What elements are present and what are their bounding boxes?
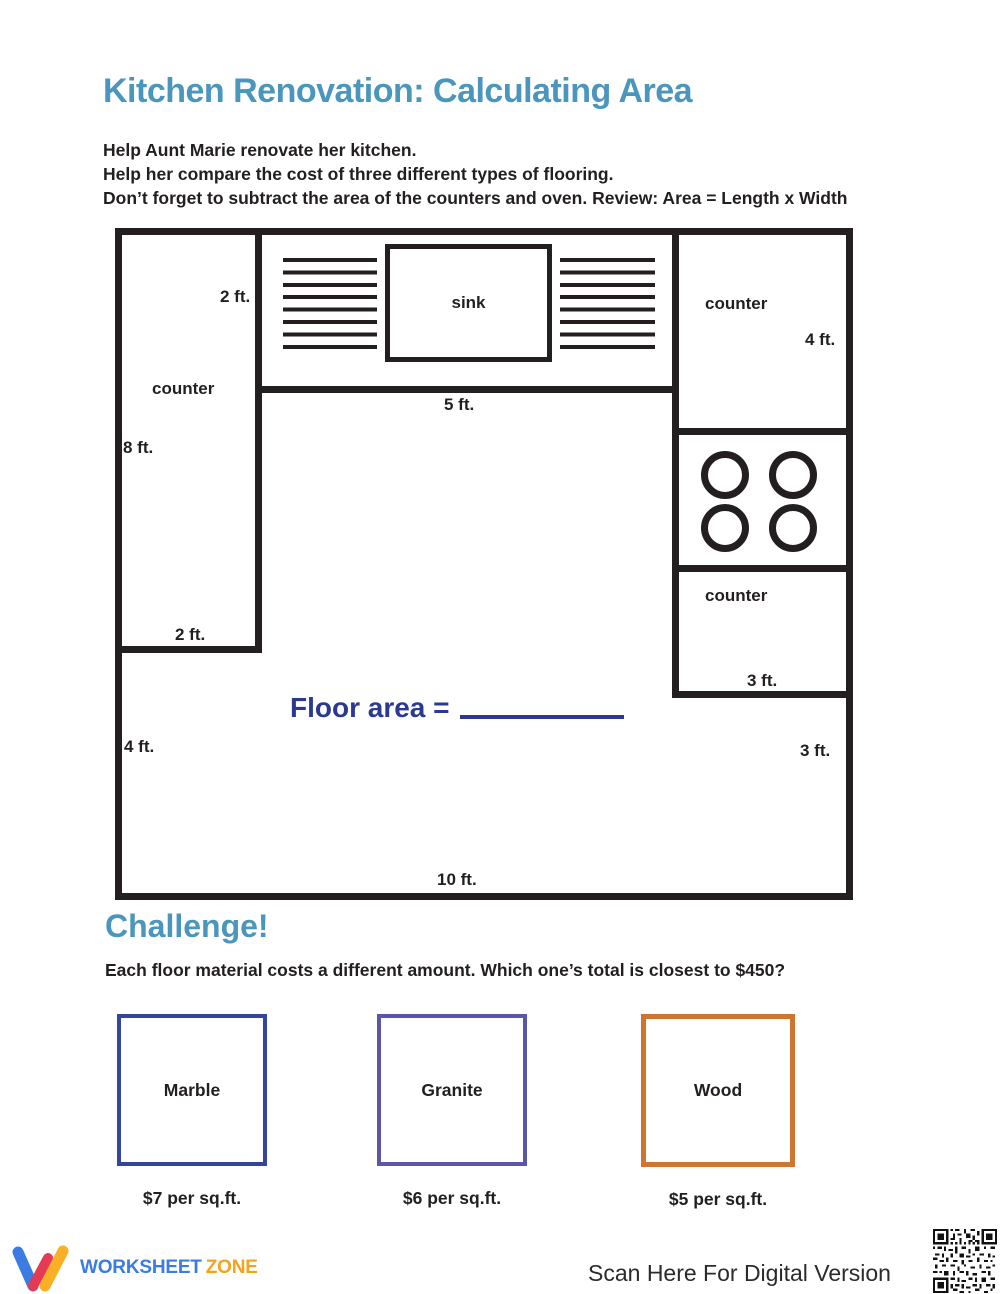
right-counter-bottom-bottom-wall <box>672 691 846 698</box>
intro-line-1: Help Aunt Marie renovate her kitchen. <box>103 140 417 160</box>
wood-price-label: $5 per sq.ft. <box>668 1189 768 1209</box>
right-counter-bottom-width-label: 3 ft. <box>747 671 778 690</box>
left-counter-right-wall <box>255 235 262 653</box>
sink-box: sink <box>385 244 552 362</box>
sink-label: sink <box>451 293 486 312</box>
intro-line-3: Don’t forget to subtract the area of the… <box>103 188 848 208</box>
floor-area-label: Floor area = <box>290 692 450 723</box>
floor-right-height-label: 3 ft. <box>800 741 831 760</box>
kitchen-floor-plan: sink 2 ft. counter 8 ft. 2 ft. 5 ft. cou… <box>115 228 853 900</box>
sink-counter-bottom-wall <box>255 386 679 393</box>
drainboard-right-icon <box>560 258 655 349</box>
challenge-question: Each floor material costs a different am… <box>105 960 786 980</box>
challenge-title: Challenge! <box>105 908 269 944</box>
marble-name-label: Marble <box>163 1079 221 1100</box>
brand-word-worksheet: WORKSHEET <box>80 1257 202 1278</box>
stove-bottom-wall <box>672 565 846 572</box>
intro-text: Help Aunt Marie renovate her kitchen. He… <box>103 138 848 210</box>
granite-swatch: Granite <box>377 1014 527 1166</box>
wood-name-label: Wood <box>693 1080 743 1100</box>
page-title: Kitchen Renovation: Calculating Area <box>103 72 693 110</box>
floor-area-blank <box>459 715 624 719</box>
floor-left-height-label: 4 ft. <box>124 737 155 756</box>
floor-bottom-width-label: 10 ft. <box>437 870 477 889</box>
scan-here-text: Scan Here For Digital Version <box>588 1260 891 1286</box>
brand-word-zone: ZONE <box>205 1257 258 1278</box>
granite-price-label: $6 per sq.ft. <box>402 1188 502 1208</box>
right-column-left-wall <box>672 235 679 698</box>
qr-code <box>933 1229 997 1293</box>
wood-swatch: Wood <box>641 1014 795 1167</box>
floor-area-prompt: Floor area = <box>290 693 624 723</box>
intro-line-2: Help her compare the cost of three diffe… <box>103 164 614 184</box>
stove-burner-icon <box>769 504 817 552</box>
material-wood: Wood $5 per sq.ft. <box>641 1014 795 1210</box>
left-counter-bottom-width-label: 2 ft. <box>175 625 206 644</box>
right-counter-top-height-label: 4 ft. <box>805 330 836 349</box>
marble-price-label: $7 per sq.ft. <box>142 1188 242 1208</box>
right-counter-top-bottom-wall <box>672 428 846 435</box>
material-marble: Marble $7 per sq.ft. <box>117 1014 267 1209</box>
granite-name-label: Granite <box>421 1079 483 1100</box>
marble-swatch: Marble <box>117 1014 267 1166</box>
stove-burner-icon <box>701 504 749 552</box>
right-counter-top-name-label: counter <box>705 294 768 313</box>
stove-burner-icon <box>769 451 817 499</box>
drainboard-left-icon <box>283 258 377 349</box>
left-counter-bottom-wall <box>122 646 262 653</box>
right-counter-bottom-name-label: counter <box>705 586 768 605</box>
left-counter-top-width-label: 2 ft. <box>220 287 251 306</box>
left-counter-height-label: 8 ft. <box>123 438 154 457</box>
sink-counter-width-label: 5 ft. <box>444 395 475 414</box>
worksheetzone-logo-icon <box>12 1245 69 1292</box>
material-granite: Granite $6 per sq.ft. <box>377 1014 527 1209</box>
stove-burner-icon <box>701 451 749 499</box>
left-counter-name-label: counter <box>152 379 215 398</box>
